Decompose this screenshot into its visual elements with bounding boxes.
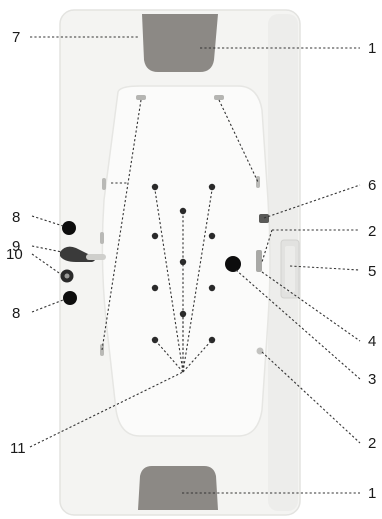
callout-9: 9 [12,238,20,255]
side-jet-left-lower [100,344,104,356]
headrest-top [142,14,218,72]
neck-jet-left [136,95,146,100]
part-6-fitting [259,214,269,223]
body-jet [208,284,216,292]
leader-lines [29,36,361,494]
leader-11-d [154,339,184,373]
callout-4: 4 [368,333,376,350]
leader-8-upper [31,215,64,227]
body-jet [151,183,159,191]
callout-6: 6 [368,177,376,194]
leader-10 [31,253,63,276]
leader-2-upper-drop [261,229,273,263]
leader-11-e [182,339,213,373]
bathtub-inner-basin [101,85,271,437]
body-jet [151,232,159,240]
part-2-lower-fitting [256,347,264,355]
callout-2-lower: 2 [368,435,376,452]
callout-5: 5 [368,263,376,280]
callout-8-lower: 8 [12,305,20,322]
control-knob-8-lower [63,291,77,305]
callout-1-top: 1 [368,40,376,57]
callout-1-bottom: 1 [368,485,376,502]
control-9-spout [86,254,106,260]
leader-9 [31,245,63,253]
control-knob-10-center [64,273,70,279]
headrest-bottom [138,466,218,510]
leader-neck-right-diag [218,99,259,183]
callout-8-upper: 8 [12,209,20,226]
body-jets-group [151,183,216,344]
callout-7: 7 [12,29,20,46]
leader-8-lower [31,299,64,313]
control-knob-8-upper [62,221,76,235]
leader-5 [289,265,361,271]
body-jet [208,183,216,191]
leader-11-main [29,371,184,448]
callout-3: 3 [368,371,376,388]
neck-jet-right [214,95,224,100]
part-4-fitting [256,250,262,272]
leader-2-lower [261,351,361,444]
body-jet [179,207,187,215]
body-jet [151,336,159,344]
side-jet-left-middle [100,232,104,244]
callout-2-upper: 2 [368,223,376,240]
body-jet [208,232,216,240]
side-jet-right-upper [256,176,260,188]
body-jet [151,284,159,292]
part-3-knob [225,256,241,272]
callout-10: 10 [6,246,23,263]
callout-labels: 7 1 6 2 5 8 9 10 8 4 3 2 11 1 [6,29,376,502]
control-panel-inner [285,246,295,292]
callout-11: 11 [10,440,26,457]
side-jet-left-upper [102,178,106,190]
leader-6 [263,184,361,219]
leader-3 [235,269,361,380]
